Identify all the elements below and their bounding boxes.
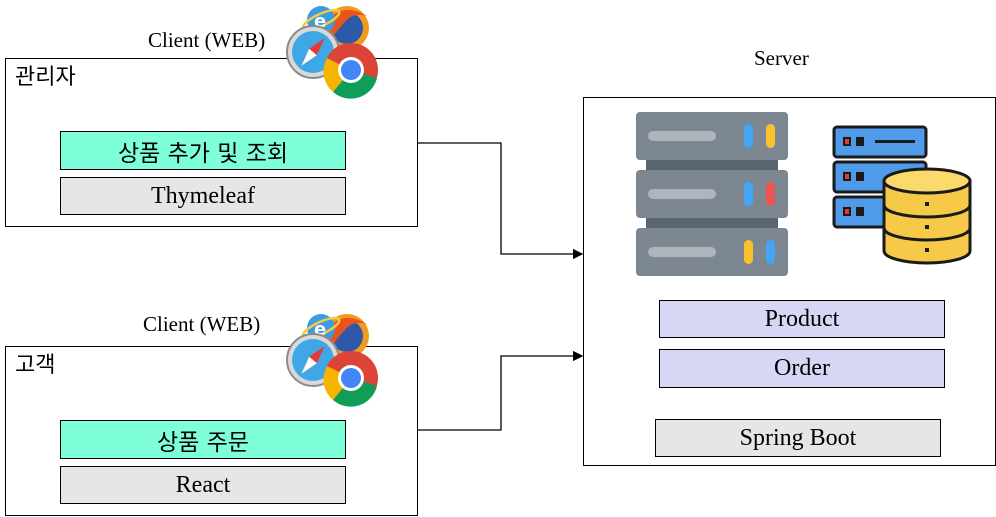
customer-client-caption: Client (WEB) [143,312,261,336]
server-unit [636,228,788,276]
product-module-box: Product [659,300,945,338]
admin-group-label: 관리자 [15,65,76,90]
server-unit [636,170,788,218]
admin-tech-box: Thymeleaf [60,177,346,215]
server-rack-icon [636,112,788,276]
admin-client-caption: Client (WEB) [148,28,266,52]
chrome-icon [323,43,378,99]
admin-feature-box: 상품 추가 및 조회 [60,131,346,170]
database-icon [832,125,972,265]
database-cylinder [882,167,972,265]
admin-to-server-arrow [417,142,584,260]
server-caption: Server [754,46,809,70]
browser-icons: e [286,6,378,99]
browser-icons: e [286,314,378,407]
safari-icon [286,25,340,79]
spring-boot-box: Spring Boot [655,419,941,457]
chrome-icon [323,351,378,407]
server-unit [636,112,788,160]
customer-tech-box: React [60,466,346,504]
customer-feature-box: 상품 주문 [60,420,346,459]
customer-group-label: 고객 [15,353,56,378]
order-module-box: Order [659,349,945,388]
customer-to-server-arrow [417,350,584,431]
